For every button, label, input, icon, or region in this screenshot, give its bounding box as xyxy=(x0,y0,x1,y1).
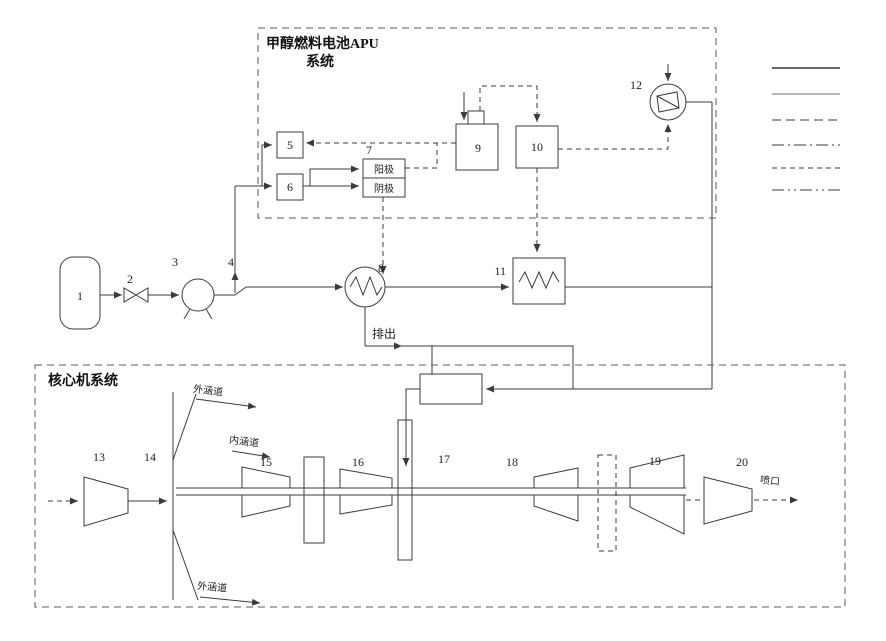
junction-4: 4 xyxy=(214,186,247,296)
engine-shaft xyxy=(176,487,686,496)
outer-duct-bottom-label: 外涵道 xyxy=(197,579,228,595)
exhaust-line: 排出 xyxy=(364,307,574,389)
label-11: 11 xyxy=(494,264,506,278)
label-9: 9 xyxy=(475,141,481,155)
valve-2: 2 xyxy=(100,272,149,303)
component-5: 5 xyxy=(276,131,304,159)
core-engine-title: 核心机系统 xyxy=(48,372,118,389)
fuel-cell-stack-7: 阳极 阴极 7 xyxy=(303,143,406,198)
label-17: 17 xyxy=(438,452,450,466)
label-5: 5 xyxy=(287,138,293,152)
power-takeoff-frame xyxy=(597,454,617,552)
compressor-15: 15 xyxy=(241,455,291,518)
inter-compressor-frame xyxy=(303,456,325,544)
pump-3: 3 xyxy=(148,255,215,320)
label-6: 6 xyxy=(287,180,293,194)
legend-line-styles xyxy=(772,67,840,191)
duct-labels: 外涵道 内涵道 外涵道 xyxy=(192,382,271,606)
nozzle-20: 20 喷口 xyxy=(686,455,798,525)
component-6: 6 xyxy=(276,173,304,201)
label-2: 2 xyxy=(127,272,133,286)
burner-9: 9 xyxy=(455,92,499,171)
apu-system-boundary: 甲醇燃料电池APU 系统 xyxy=(257,27,717,219)
label-14: 14 xyxy=(144,450,156,464)
label-10: 10 xyxy=(531,140,543,154)
label-13: 13 xyxy=(93,450,105,464)
evaporator-11: 11 xyxy=(494,257,712,305)
interface-box xyxy=(419,373,483,405)
core-engine-boundary: 核心机系统 xyxy=(34,364,846,608)
label-7: 7 xyxy=(366,143,372,157)
fan-splitter-14: 14 xyxy=(144,392,199,601)
label-18: 18 xyxy=(506,455,518,469)
label-20: 20 xyxy=(736,455,748,469)
cathode-label: 阴极 xyxy=(374,182,394,195)
label-12: 12 xyxy=(630,78,642,92)
apu-system-title-line2: 系统 xyxy=(306,53,334,70)
apu-to-core-connection xyxy=(402,346,712,466)
combustor-17: 17 xyxy=(397,419,450,561)
component-10: 10 xyxy=(515,125,559,169)
label-15: 15 xyxy=(260,455,272,469)
apu-system-title-line1: 甲醇燃料电池APU xyxy=(266,35,379,52)
heat-exchanger-8: 8 xyxy=(344,261,386,308)
anode-label: 阳极 xyxy=(374,163,394,176)
air-compressor-12: 12 xyxy=(630,64,713,389)
label-8: 8 xyxy=(378,261,384,275)
exhaust-label: 排出 xyxy=(372,327,396,341)
label-4: 4 xyxy=(228,255,234,269)
turbine-19: 19 xyxy=(629,454,685,535)
compressor-16: 16 xyxy=(339,455,393,515)
apu-feed-lines xyxy=(235,141,272,190)
intake-13: 13 xyxy=(48,450,167,527)
apu-dashed-lines xyxy=(306,85,672,274)
turbine-18: 18 xyxy=(506,455,579,522)
outer-duct-top-label: 外涵道 xyxy=(192,382,223,399)
nozzle-out-label: 喷口 xyxy=(759,474,780,488)
inner-duct-label: 内涵道 xyxy=(228,433,259,450)
label-3: 3 xyxy=(172,255,178,269)
fuel-tank-1: 1 xyxy=(59,256,101,330)
label-16: 16 xyxy=(352,455,364,469)
label-19: 19 xyxy=(649,454,661,468)
label-1: 1 xyxy=(77,289,83,303)
